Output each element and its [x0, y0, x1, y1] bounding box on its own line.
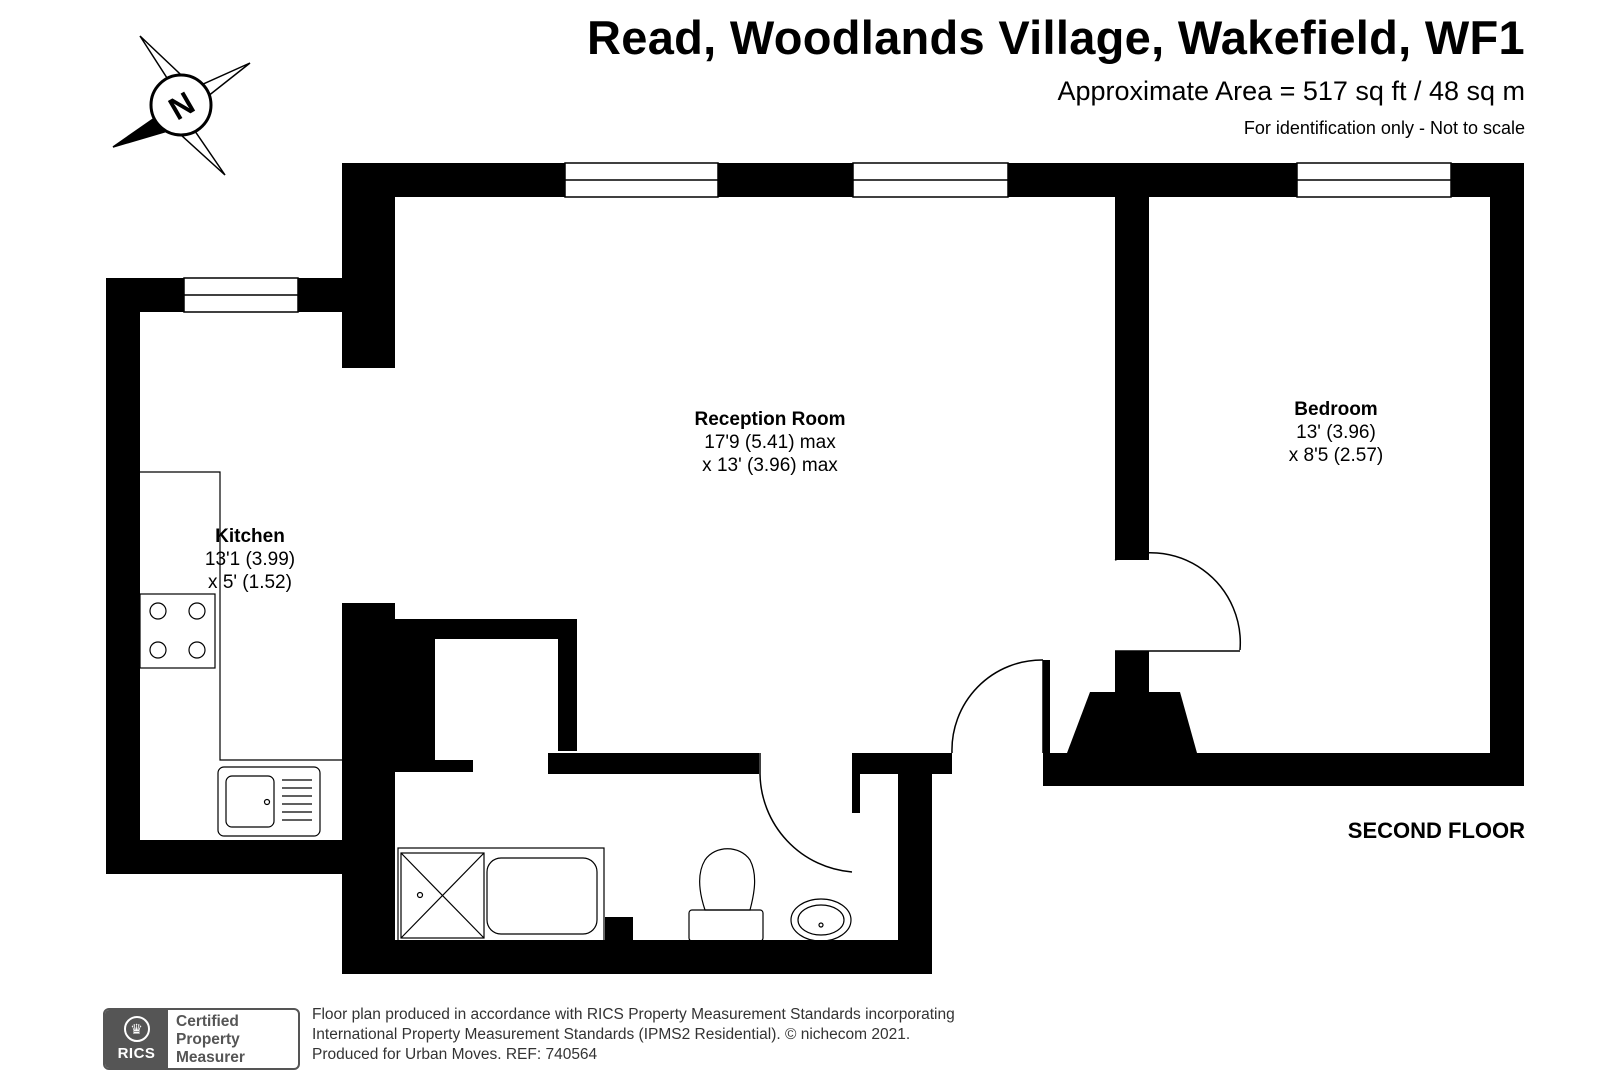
footer-line-3: Produced for Urban Moves. REF: 740564 — [312, 1046, 598, 1063]
bathroom-fittings — [397, 847, 852, 942]
shower-icon — [400, 852, 485, 939]
toilet-icon — [688, 909, 764, 942]
kitchen-dim2: x 5' (1.52) — [208, 572, 292, 593]
bedroom-name: Bedroom — [1294, 399, 1378, 420]
reception-name: Reception Room — [694, 409, 846, 430]
room-label-bedroom: Bedroom 13' (3.96) x 8'5 (2.57) — [1236, 398, 1436, 467]
reception-dim2: x 13' (3.96) max — [702, 455, 838, 476]
approximate-area: Approximate Area = 517 sq ft / 48 sq m — [1057, 76, 1525, 106]
windows — [183, 162, 1452, 313]
kitchen-fittings — [139, 471, 342, 837]
bedroom-dim1: 13' (3.96) — [1296, 422, 1376, 443]
badge-line-1: Certified — [176, 1013, 239, 1030]
reception-dim1: 17'9 (5.41) max — [704, 432, 836, 453]
kitchen-dim1: 13'1 (3.99) — [204, 549, 296, 570]
compass-icon: N — [112, 35, 251, 176]
footer-line-2: International Property Measurement Stand… — [312, 1026, 911, 1043]
rics-logo: ♛ RICS — [105, 1010, 168, 1068]
badge-line-3: Measurer — [176, 1049, 245, 1066]
footer-disclaimer: Floor plan produced in accordance with R… — [312, 1005, 955, 1065]
rics-certified-badge: ♛ RICS Certified Property Measurer — [103, 1008, 300, 1070]
doors — [759, 552, 1242, 873]
sink-icon — [217, 766, 321, 837]
badge-line-2: Property — [176, 1031, 240, 1048]
badge-text: Certified Property Measurer — [168, 1010, 298, 1068]
lion-icon: ♛ — [123, 1016, 150, 1042]
bedroom-dim2: x 8'5 (2.57) — [1288, 445, 1384, 466]
rics-wordmark: RICS — [117, 1045, 156, 1062]
basin-icon — [790, 898, 852, 942]
property-title: Read, Woodlands Village, Wakefield, WF1 — [587, 11, 1525, 64]
room-label-reception: Reception Room 17'9 (5.41) max x 13' (3.… — [670, 408, 870, 477]
room-label-kitchen: Kitchen 13'1 (3.99) x 5' (1.52) — [170, 525, 330, 594]
bath-icon — [397, 847, 605, 942]
kitchen-name: Kitchen — [215, 526, 285, 547]
identification-note: For identification only - Not to scale — [1243, 118, 1525, 138]
hob-icon — [139, 593, 216, 669]
floor-label: SECOND FLOOR — [1347, 818, 1525, 843]
footer-line-1: Floor plan produced in accordance with R… — [312, 1006, 955, 1023]
